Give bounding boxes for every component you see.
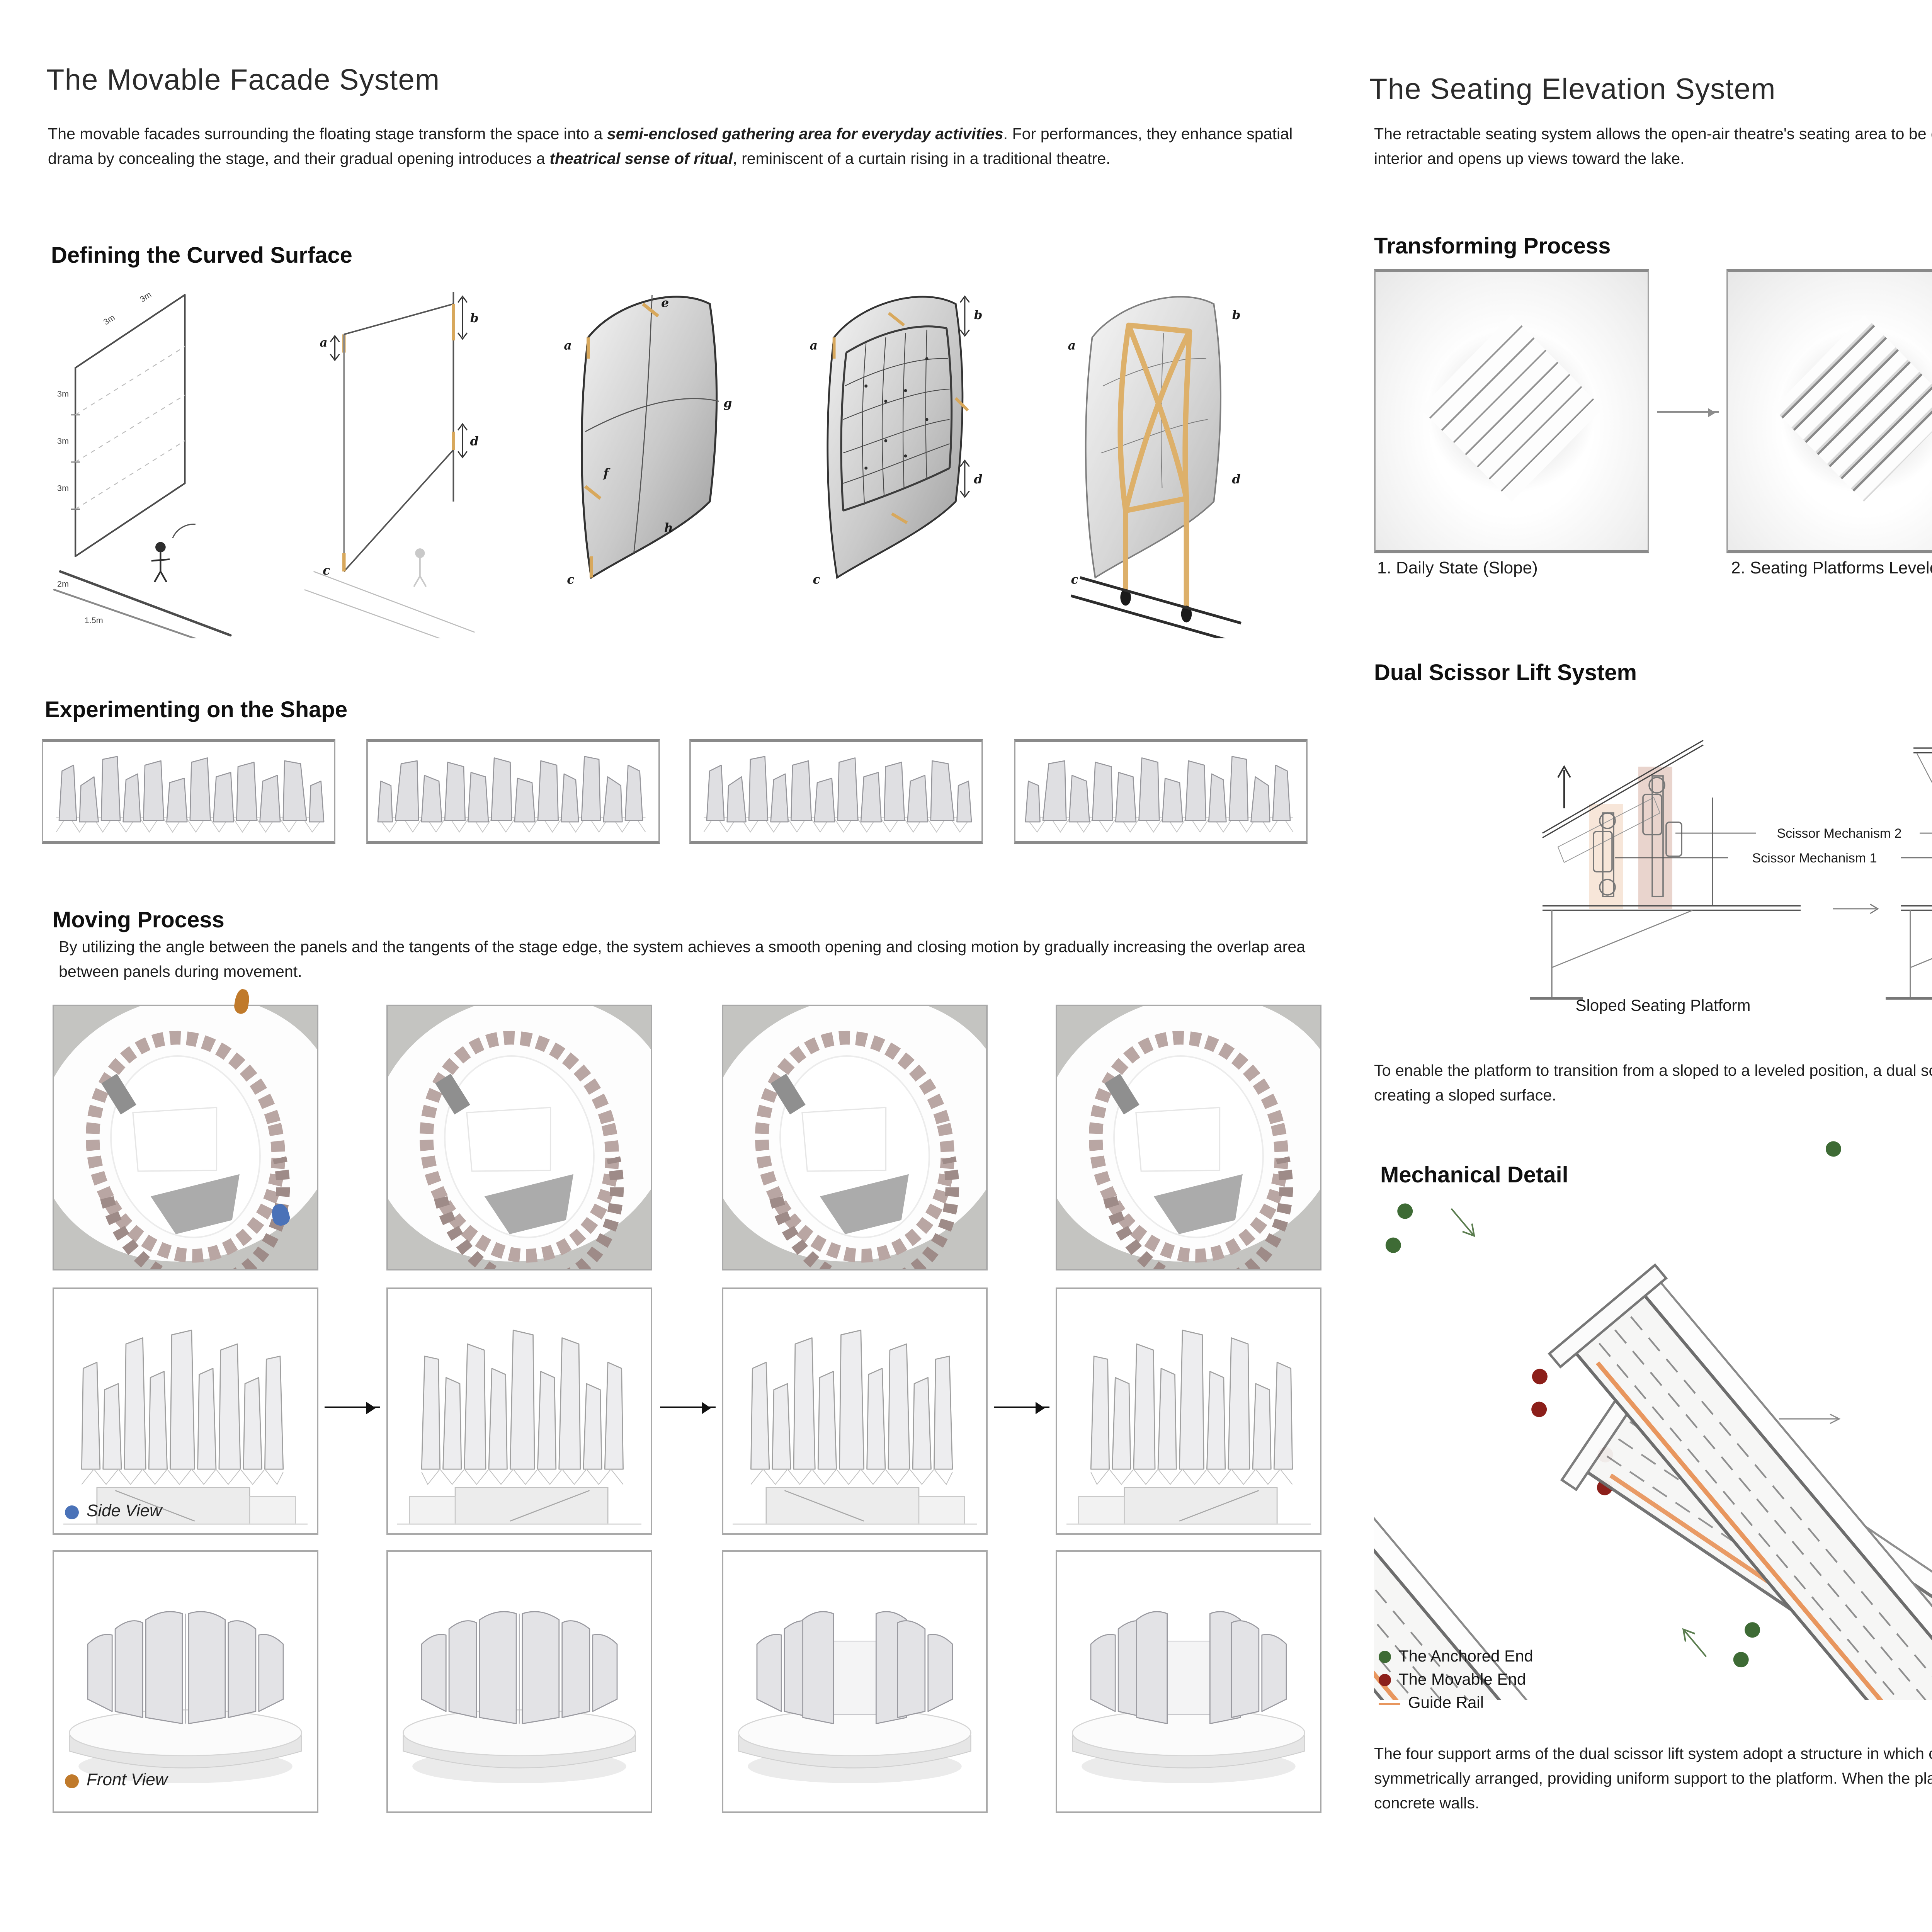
transforming-caption-2: 2. Seating Platforms Leveled	[1731, 560, 1932, 578]
red-dot-icon	[1379, 1674, 1391, 1686]
shape-study-3	[689, 739, 983, 844]
svg-text:c: c	[567, 572, 574, 587]
mechanical-detail-diagram	[1374, 1082, 1932, 1700]
blue-dot-icon	[65, 1505, 79, 1519]
svg-text:b: b	[974, 308, 982, 322]
svg-text:Scissor Mechanism 2: Scissor Mechanism 2	[1777, 826, 1901, 841]
sketch-flat-frame: 3m 3m 3m 2m 1.5m 3m 3m	[49, 274, 244, 638]
side-view-state-4	[1056, 1287, 1321, 1535]
top-view-state-4	[1056, 1005, 1321, 1270]
arrow-right-icon	[325, 1401, 380, 1413]
green-dot-icon	[1379, 1651, 1391, 1663]
front-view-state-4	[1056, 1550, 1321, 1813]
svg-text:d: d	[470, 434, 479, 448]
front-view-state-1	[53, 1550, 318, 1813]
svg-text:h: h	[664, 521, 673, 535]
svg-text:2m: 2m	[57, 579, 69, 588]
svg-text:b: b	[470, 311, 479, 325]
svg-text:g: g	[723, 396, 732, 410]
sketch-curved-surface: a c e f g h	[544, 274, 739, 638]
top-view-state-3	[722, 1005, 988, 1270]
arrow-right-icon	[1657, 407, 1719, 417]
guide-rail-line-icon	[1379, 1702, 1400, 1704]
arrow-right-icon	[660, 1401, 716, 1413]
side-view-state-2	[386, 1287, 652, 1535]
shape-study-1	[42, 739, 335, 844]
svg-text:a: a	[564, 338, 571, 353]
svg-text:e: e	[661, 296, 669, 310]
svg-text:c: c	[323, 563, 330, 578]
svg-text:1.5m: 1.5m	[85, 616, 103, 625]
intro-bold-1: semi-enclosed gathering area for everyda…	[607, 127, 1003, 144]
dual-scissor-diagram: Scissor Mechanism 2 Scissor Mechanism 1 …	[1530, 723, 1932, 1017]
svg-text:3m: 3m	[57, 483, 69, 493]
top-view-state-2	[386, 1005, 652, 1270]
front-view-state-3	[722, 1550, 988, 1813]
sketch-gridded-surface: a b c d	[796, 274, 991, 638]
section-transforming-title: Transforming Process	[1374, 235, 1611, 260]
side-view-label: Side View	[65, 1502, 162, 1521]
section-moving-title: Moving Process	[53, 909, 224, 934]
svg-text:a: a	[320, 335, 327, 350]
svg-text:a: a	[810, 338, 818, 353]
shape-study-2	[366, 739, 660, 844]
svg-text:d: d	[1232, 472, 1240, 486]
svg-text:3m: 3m	[138, 290, 153, 304]
svg-text:c: c	[1071, 572, 1078, 587]
transforming-caption-1: 1. Daily State (Slope)	[1377, 560, 1538, 578]
scissor-beam-partial	[1495, 1141, 1932, 1700]
section-experimenting-title: Experimenting on the Shape	[45, 699, 348, 723]
left-intro: The movable facades surrounding the floa…	[48, 127, 1293, 168]
transforming-state-2	[1726, 269, 1932, 553]
svg-text:b: b	[1232, 308, 1240, 322]
front-view-label: Front View	[65, 1771, 168, 1790]
transforming-state-1	[1374, 269, 1649, 553]
sketch-skewed-frame: a b c d	[297, 274, 492, 638]
side-view-state-1	[53, 1287, 318, 1535]
svg-text:3m: 3m	[102, 313, 117, 327]
shape-study-4	[1014, 739, 1308, 844]
top-view-state-1	[53, 1005, 318, 1270]
left-title: The Movable Facade System	[46, 65, 440, 97]
right-intro: The retractable seating system allows th…	[1374, 127, 1932, 168]
legend-movable-end: The Movable End	[1379, 1671, 1526, 1689]
intro-bold-2: theatrical sense of ritual	[549, 151, 733, 168]
section-defining-title: Defining the Curved Surface	[51, 244, 352, 269]
moving-body: By utilizing the angle between the panel…	[59, 940, 1306, 981]
svg-text:3m: 3m	[57, 436, 69, 446]
side-view-state-3	[722, 1287, 988, 1535]
svg-text:c: c	[813, 572, 820, 587]
section-mechanical-title: Mechanical Detail	[1380, 1164, 1568, 1189]
svg-text:Sloped Seating Platform: Sloped Seating Platform	[1576, 996, 1751, 1014]
sketch-surface-with-frame: a b c d	[1054, 274, 1249, 638]
svg-text:Scissor Mechanism 1: Scissor Mechanism 1	[1752, 851, 1877, 866]
svg-text:d: d	[974, 472, 982, 486]
arrow-right-icon	[994, 1401, 1049, 1413]
orange-dot-icon	[65, 1774, 79, 1787]
legend-guide-rail: Guide Rail	[1379, 1694, 1484, 1713]
front-view-state-2	[386, 1550, 652, 1813]
svg-text:3m: 3m	[57, 389, 69, 399]
mechanical-body: The four support arms of the dual scisso…	[1374, 1747, 1932, 1813]
right-title: The Seating Elevation System	[1369, 74, 1776, 107]
svg-text:a: a	[1068, 338, 1076, 353]
scissor-body: To enable the platform to transition fro…	[1374, 1063, 1932, 1105]
section-scissor-title: Dual Scissor Lift System	[1374, 662, 1637, 686]
legend-anchored-end: The Anchored End	[1379, 1648, 1533, 1666]
